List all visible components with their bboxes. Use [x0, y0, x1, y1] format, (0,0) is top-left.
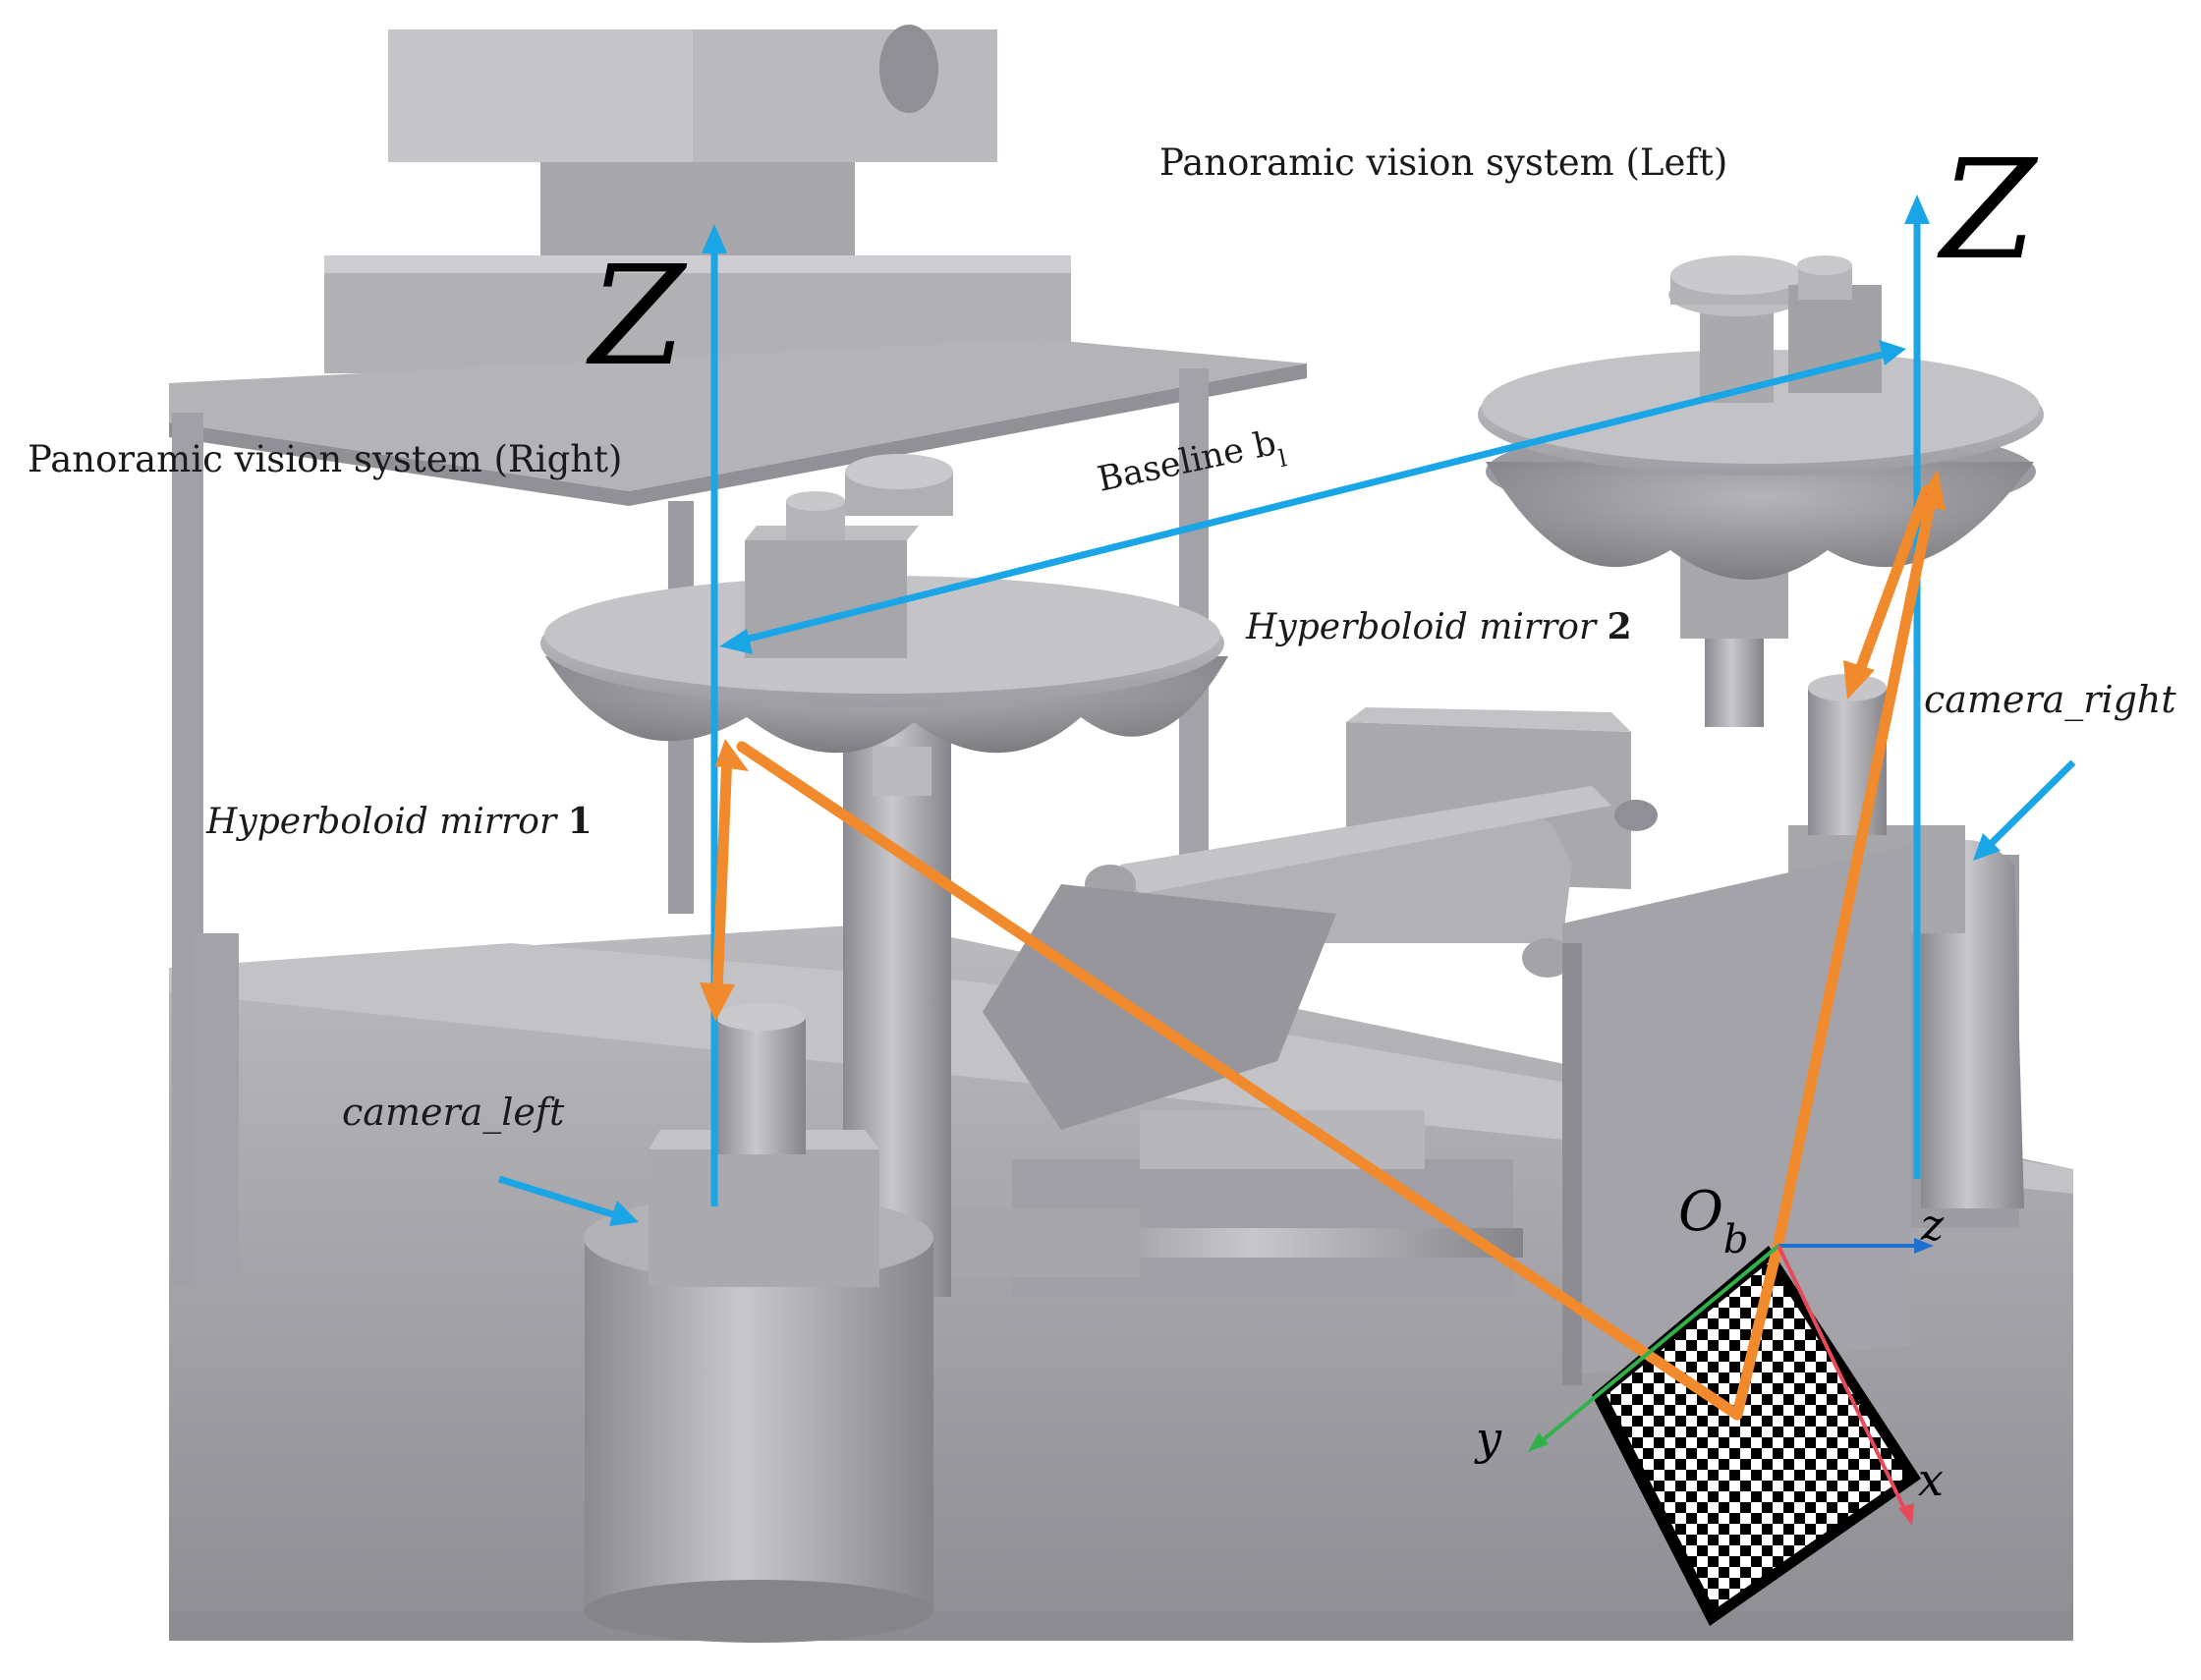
- baseline-arrowhead-left: [719, 629, 753, 654]
- label-camera-left: camera_left: [342, 1091, 565, 1135]
- axis-label-z-board: z: [1920, 1201, 1945, 1251]
- ray-board-to-origin: [1731, 1237, 1784, 1421]
- orange-arrowheads: [700, 470, 1946, 1022]
- camera-right-pointer-head: [1973, 833, 2001, 861]
- orange-rays: [711, 480, 1940, 1421]
- label-hyperboloid-mirror-2: Hyperboloid mirror 2: [1245, 606, 1632, 647]
- label-panoramic-left: Panoramic vision system (Left): [1159, 141, 1727, 184]
- label-panoramic-right: Panoramic vision system (Right): [28, 438, 622, 480]
- ray-head-camera-right: [1843, 660, 1875, 700]
- ray-mirror1-to-camera-left: [711, 749, 733, 998]
- axis-label-origin: Ob: [1678, 1180, 1749, 1262]
- axis-label-z-right: Z: [1937, 131, 2039, 291]
- middle-mechanism: [924, 707, 1911, 1385]
- baseline-arrowhead-right: [1879, 340, 1906, 365]
- label-camera-right: camera_right: [1924, 678, 2176, 722]
- camera-left-pointer: [497, 1175, 621, 1220]
- mirror-assembly-2: [1478, 255, 2044, 727]
- board-y-axis: [1536, 1244, 1780, 1446]
- z-axis-left-arrowhead: [702, 224, 727, 253]
- blue-arrows: [497, 195, 2076, 1226]
- axis-label-z-left: Z: [586, 237, 688, 397]
- baseline-line: [736, 350, 1888, 645]
- board-x-axis: [1777, 1245, 1908, 1514]
- board-x-arrowhead: [1898, 1503, 1914, 1526]
- ray-head-camera-left: [700, 982, 735, 1022]
- ray-mirror2-to-camera-right: [1851, 485, 1932, 684]
- calibration-board: [1592, 1246, 1921, 1626]
- robot-flange: [324, 25, 1071, 373]
- labels: Panoramic vision system (Left) Panoramic…: [28, 131, 2176, 1506]
- board-z-arrowhead: [1914, 1238, 1934, 1254]
- label-hyperboloid-mirror-1: Hyperboloid mirror 1: [205, 801, 593, 842]
- board-axes: [1528, 1238, 1934, 1526]
- camera-left-body: [584, 1003, 933, 1643]
- ray-head-mirror2: [1916, 470, 1946, 511]
- axis-label-x-board: x: [1918, 1453, 1944, 1506]
- camera-right-pointer: [1987, 759, 2076, 848]
- board-y-arrowhead: [1528, 1432, 1549, 1452]
- ray-origin-to-mirror2: [1773, 480, 1940, 1249]
- ray-head-mirror1: [715, 739, 749, 771]
- z-axis-right-arrowhead: [1904, 195, 1930, 224]
- support-post: [195, 933, 239, 1287]
- camera-left-pointer-head: [609, 1201, 639, 1226]
- ray-board-to-mirror1: [736, 741, 1743, 1421]
- axis-label-y-board: y: [1474, 1412, 1502, 1465]
